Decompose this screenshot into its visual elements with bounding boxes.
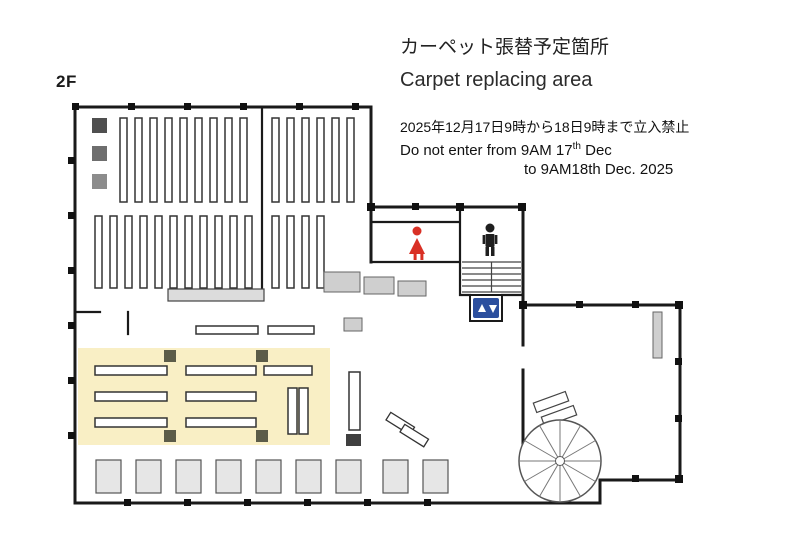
service-counter [167, 288, 265, 302]
spiral-stairs [518, 419, 602, 503]
floor-label: 2F [56, 72, 77, 91]
elevator [469, 294, 503, 322]
stacks-area-right [271, 117, 355, 289]
misc-furniture [346, 371, 430, 448]
highlight-column-marks [164, 350, 268, 442]
gray-lockers [92, 118, 107, 189]
wing-room [532, 311, 663, 428]
tables-upper [195, 325, 315, 335]
wing-shelf [652, 311, 663, 359]
notice-english-line1: Do not enter from 9AM 17th Dec [400, 141, 780, 161]
elevator-icon [473, 298, 499, 318]
male-restroom-icon [482, 223, 498, 256]
notice-japanese: 2025年12月17日9時から18日9時まで立入禁止 [400, 118, 690, 135]
notice-en1-pre: Do not enter from 9AM 17 [400, 142, 573, 160]
stacks-area-left [94, 117, 253, 289]
wall-column-marks [68, 103, 683, 506]
highlight-shelves [94, 365, 313, 435]
interior-walls [73, 105, 525, 336]
elevator-arrows [478, 304, 497, 313]
reading-desks [95, 459, 449, 494]
interior-wall-path [73, 105, 525, 336]
female-restroom-icon [409, 226, 425, 260]
straight-stairs [462, 261, 521, 293]
notice-en1-sup: th [572, 141, 581, 153]
info-block: カーペット張替予定箇所 Carpet replacing area 2025年1… [400, 36, 780, 180]
title-japanese: カーペット張替予定箇所 [400, 37, 610, 58]
storage-boxes [323, 271, 427, 332]
notice-en1-post: Dec [580, 142, 612, 160]
title-english: Carpet replacing area [400, 68, 593, 91]
notice-english-line2: to 9AM18th Dec. 2025 [524, 161, 674, 178]
